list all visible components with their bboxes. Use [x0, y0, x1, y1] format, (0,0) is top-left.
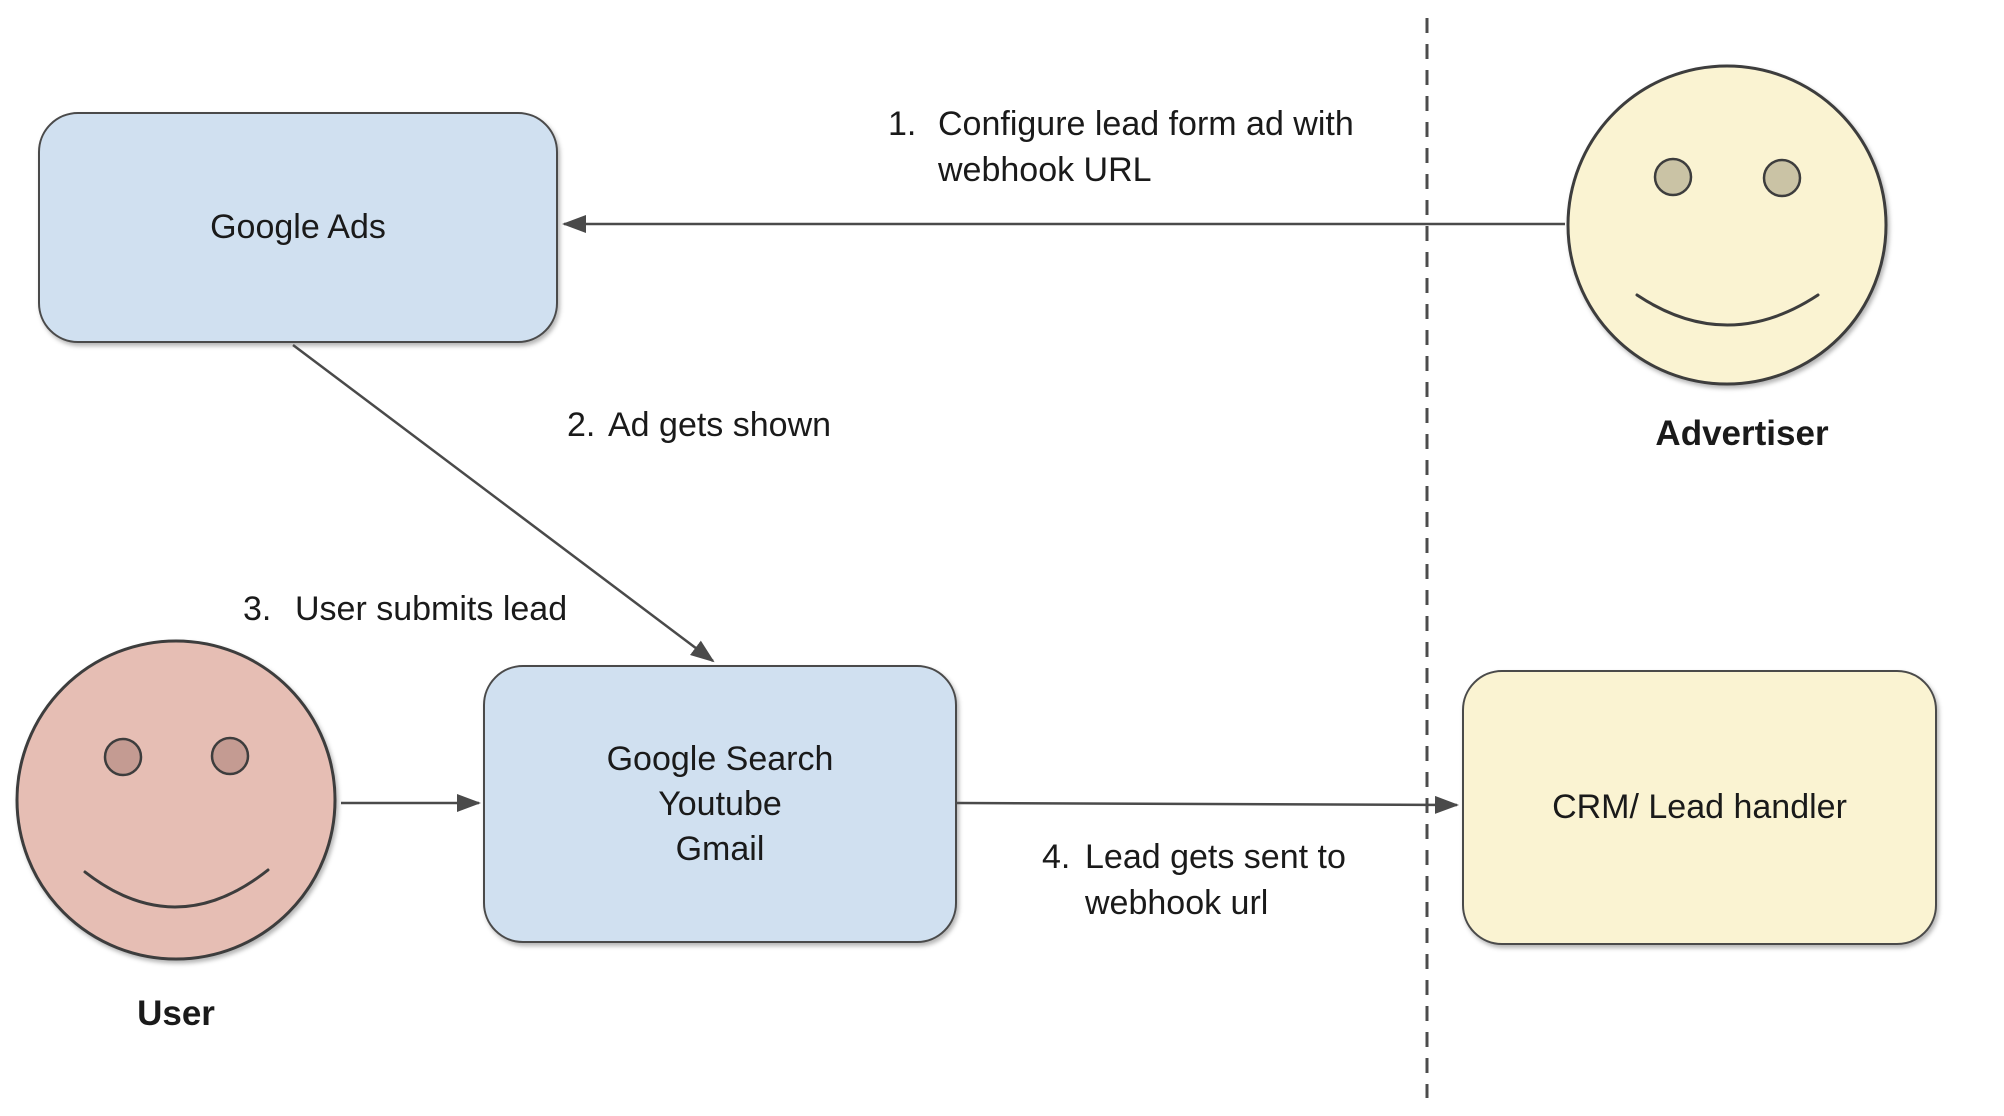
- google-surfaces-node: Google Search Youtube Gmail: [483, 665, 957, 943]
- step-1-line-2: webhook URL: [938, 151, 1152, 189]
- step-2-line-1: Ad gets shown: [608, 406, 832, 444]
- step-1-annotation: 1. Configure lead form ad with webhook U…: [888, 101, 1354, 193]
- step-3-annotation: 3. User submits lead: [243, 586, 567, 632]
- advertiser-right-eye: [1762, 158, 1802, 198]
- advertiser-smile: [1635, 293, 1820, 327]
- advertiser-face-icon: [1566, 64, 1888, 386]
- user-face-icon: [15, 639, 337, 961]
- advertiser-left-eye: [1653, 157, 1693, 197]
- step-4-number: 4.: [1042, 838, 1071, 876]
- user-left-eye: [103, 737, 143, 777]
- arrow-surfaces-to-crm: [956, 795, 1459, 814]
- advertiser-head-circle: [1566, 64, 1888, 386]
- step-1-line-1: Configure lead form ad with: [938, 105, 1354, 143]
- step-3-number: 3.: [243, 590, 272, 628]
- user-right-eye: [210, 736, 250, 776]
- crm-node: CRM/ Lead handler: [1462, 670, 1937, 945]
- step-4-line-2: webhook url: [1085, 884, 1269, 922]
- user-head-circle: [15, 639, 337, 961]
- user-label: User: [137, 994, 215, 1033]
- google-ads-node: Google Ads: [38, 112, 558, 343]
- crm-label: CRM/ Lead handler: [1552, 788, 1847, 826]
- step-1-number: 1.: [888, 105, 917, 143]
- google-surfaces-line-1: Google Search: [606, 739, 834, 778]
- step-3-line-1: User submits lead: [295, 590, 568, 628]
- google-surfaces-line-3: Gmail: [675, 829, 765, 868]
- step-4-line-1: Lead gets sent to: [1085, 838, 1346, 876]
- step-2-annotation: 2. Ad gets shown: [567, 402, 831, 448]
- google-ads-label: Google Ads: [210, 208, 386, 246]
- advertiser-label: Advertiser: [1655, 414, 1829, 453]
- user-smile: [83, 868, 270, 909]
- step-4-annotation: 4. Lead gets sent to webhook url: [1042, 834, 1346, 926]
- step-2-number: 2.: [567, 406, 596, 444]
- google-surfaces-line-2: Youtube: [658, 784, 782, 823]
